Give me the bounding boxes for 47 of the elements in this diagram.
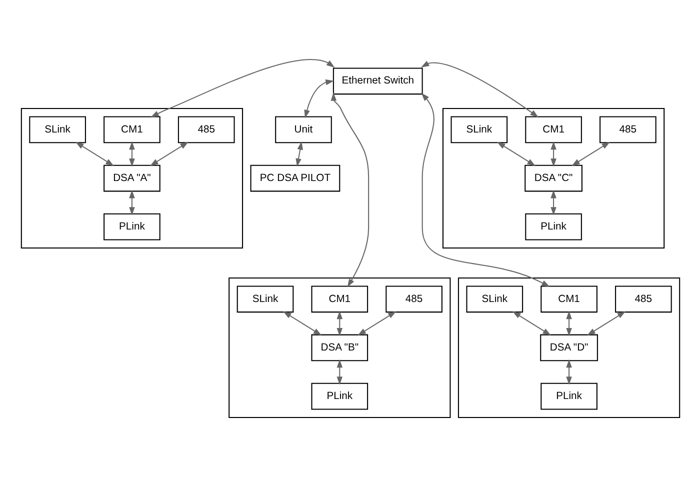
- arrow: [336, 310, 342, 336]
- arrow: [295, 140, 302, 166]
- arrow: [586, 310, 626, 335]
- node-box: CM1: [540, 285, 597, 312]
- node-box: CM1: [310, 285, 368, 312]
- node-box: SLink: [450, 116, 508, 143]
- node-box: CM1: [103, 116, 160, 143]
- arrow: [496, 141, 536, 166]
- arrow: [550, 140, 556, 166]
- node-box: DSA "B": [310, 334, 368, 361]
- node-box: DSA "D": [540, 334, 598, 361]
- node-box: Unit: [274, 116, 332, 143]
- node-box: DSA "A": [103, 164, 160, 192]
- arrow: [512, 310, 550, 335]
- arrow: [150, 58, 334, 117]
- node-box: SLink: [466, 285, 523, 312]
- arrow: [550, 189, 556, 215]
- node-box: Ethernet Switch: [332, 67, 422, 94]
- arrow: [420, 60, 538, 117]
- arrow: [420, 92, 550, 286]
- arrow: [74, 141, 114, 166]
- arrow: [282, 310, 322, 335]
- node-box: SLink: [28, 116, 86, 143]
- arrow: [571, 141, 610, 166]
- node-box: PC DSA PILOT: [250, 164, 340, 192]
- arrow: [304, 78, 334, 118]
- node-box: PLink: [524, 212, 582, 240]
- node-box: DSA "C": [524, 164, 582, 192]
- arrow: [128, 189, 134, 215]
- arrow: [566, 310, 572, 336]
- node-box: CM1: [524, 116, 582, 143]
- arrow: [128, 140, 134, 166]
- arrow: [330, 92, 369, 287]
- node-box: SLink: [236, 285, 294, 312]
- node-box: 485: [177, 116, 234, 143]
- arrow: [566, 358, 572, 384]
- node-box: 485: [614, 285, 672, 312]
- node-box: 485: [599, 116, 656, 143]
- arrow: [149, 141, 188, 166]
- cluster: [20, 108, 243, 248]
- node-box: 485: [385, 285, 442, 312]
- cluster: [457, 276, 680, 418]
- node-box: PLink: [540, 382, 597, 410]
- node-box: PLink: [310, 382, 368, 410]
- arrow: [357, 310, 396, 335]
- node-box: PLink: [103, 212, 160, 240]
- arrow: [336, 358, 342, 384]
